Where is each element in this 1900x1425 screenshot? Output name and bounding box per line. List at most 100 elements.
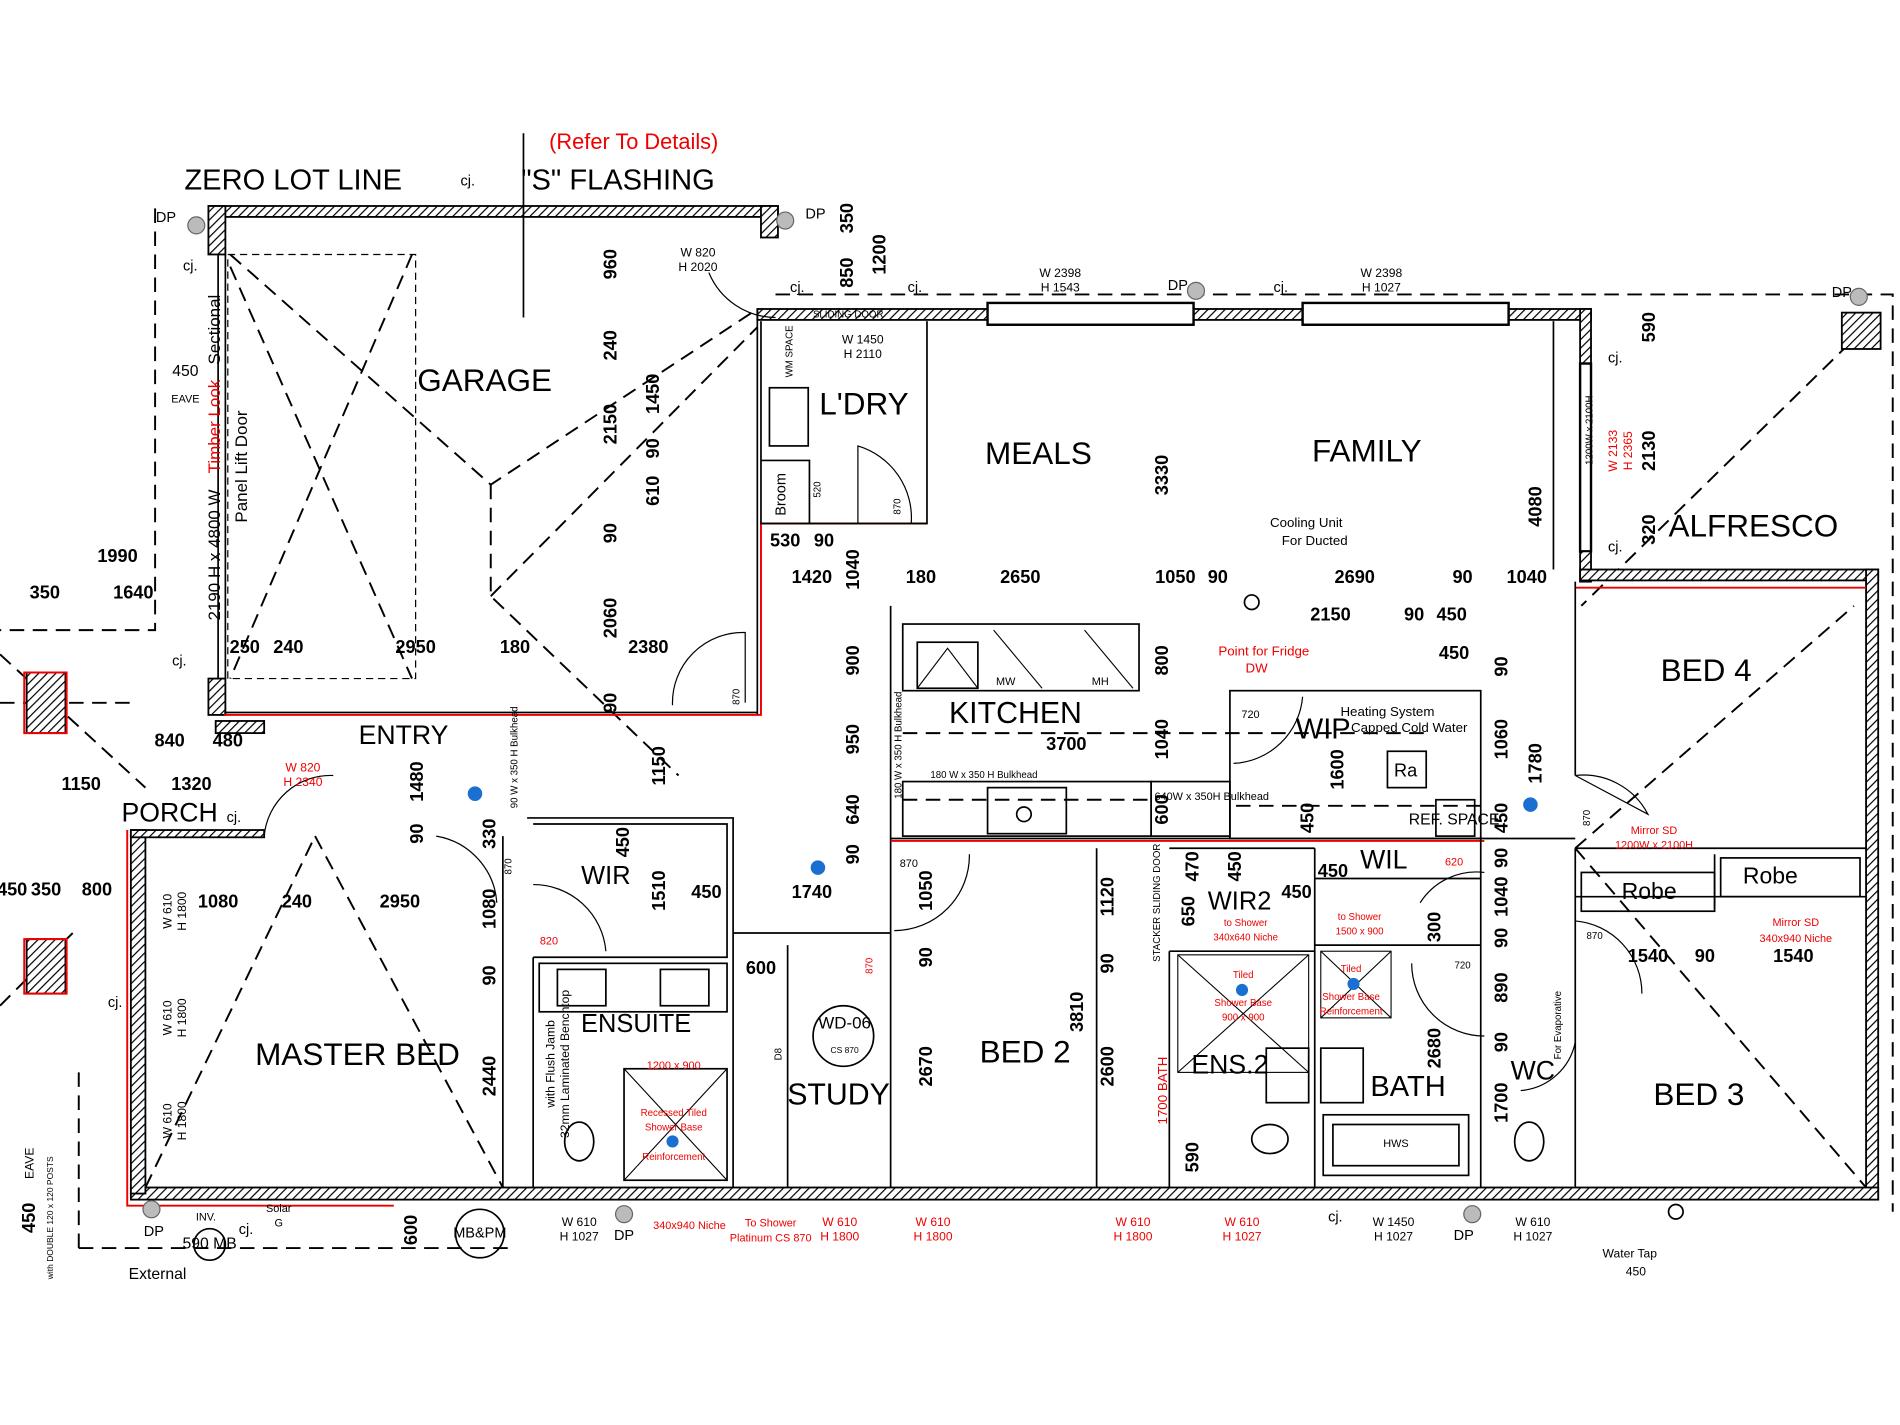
dimension-label: 1040: [1152, 719, 1172, 759]
s-flashing-label: "S" FLASHING: [521, 164, 715, 196]
room-label: FAMILY: [1312, 433, 1422, 469]
dimension-label: 450: [1439, 643, 1469, 663]
shower-drain-icon: [1235, 983, 1249, 997]
annotation-label: DP: [1832, 285, 1852, 301]
dimension-label: 590: [1639, 312, 1659, 342]
annotation-label: HWS: [1383, 1138, 1408, 1150]
annotation-label: 900 x 900: [1222, 1012, 1265, 1023]
annotation-label: cj.: [1274, 280, 1289, 296]
dimension-label: 90: [601, 523, 621, 543]
dimension-label: 1600: [1328, 749, 1348, 789]
dimension-label: 530: [770, 530, 800, 550]
annotation-label: INV.: [196, 1212, 216, 1224]
dimension-label: 470: [1182, 851, 1202, 881]
dimension-label: 2690: [1335, 567, 1375, 587]
annotation-label: Shower Base: [645, 1123, 703, 1134]
annotation-label: Point for Fridge: [1218, 643, 1309, 658]
annotation-label: D8: [774, 1048, 785, 1060]
dimension-label: 2060: [601, 598, 621, 638]
dimension-label: 240: [273, 637, 303, 657]
room-label: ENSUITE: [581, 1010, 691, 1038]
annotation-label: Sectional: [205, 295, 224, 365]
annotation-label: 870: [865, 957, 876, 974]
annotation-label: SLIDING DOOR: [813, 310, 884, 321]
dimension-label: 2380: [628, 637, 668, 657]
dimension-label: 1050: [1155, 567, 1195, 587]
door-swings: [263, 272, 1650, 1092]
annotation-label: 590 MB: [182, 1236, 236, 1253]
window-tag: H 1027: [560, 1229, 599, 1243]
annotation-label: cj.: [908, 280, 923, 296]
annotation-label: cj.: [227, 810, 242, 826]
window-tag: W 610: [161, 1103, 175, 1138]
annotation-label: 870: [1582, 809, 1593, 826]
dimension-label: 90: [1491, 1032, 1511, 1052]
downpipe-icon: [142, 1200, 161, 1219]
dimension-label: 450: [19, 1203, 39, 1233]
dimension-label: 1990: [97, 546, 137, 566]
dimension-label: 450: [1437, 604, 1467, 624]
annotation-label: Water Tap: [1603, 1246, 1658, 1260]
dimension-label: 350: [31, 879, 61, 899]
cooktop-icon: [1015, 806, 1033, 823]
window-tag: H 1027: [1362, 281, 1401, 295]
window-tag: W 610: [1225, 1215, 1260, 1229]
annotation-label: 180 W x 350 H Bulkhead: [894, 692, 905, 799]
annotation-label: DP: [144, 1224, 164, 1240]
window-tag: W 2398: [1361, 266, 1403, 280]
dimension-label: 480: [213, 730, 243, 750]
toilet-icon: [1250, 1123, 1289, 1155]
annotation-label: External: [129, 1266, 187, 1283]
dimension-label: 90: [1491, 928, 1511, 948]
annotation-label: 450: [1626, 1265, 1646, 1279]
room-label: WC: [1511, 1055, 1555, 1085]
annotation-label: 180 W x 350 H Bulkhead: [930, 770, 1037, 781]
shower-drain-icon: [666, 1135, 679, 1148]
dimension-label: 90: [1452, 567, 1472, 587]
dimension-label: 590: [1182, 1142, 1202, 1172]
annotation-label: 450: [172, 363, 199, 380]
annotation-label: G: [274, 1218, 282, 1230]
room-label: MEALS: [985, 435, 1092, 471]
dimension-label: 450: [1225, 851, 1245, 881]
dimension-label: 450: [1491, 803, 1511, 833]
tap-icon: [1243, 594, 1260, 611]
annotation-label: 870: [892, 498, 903, 515]
dimension-label: 1420: [792, 567, 832, 587]
annotation-label: to Shower: [1338, 912, 1382, 923]
dimension-label: 2950: [380, 892, 420, 912]
downpipe-icon: [614, 1205, 634, 1224]
window-tag: H 1800: [914, 1229, 953, 1243]
window-tag: W 2133: [1606, 430, 1620, 472]
room-label: MASTER BED: [255, 1036, 460, 1072]
room-label: BED 2: [980, 1034, 1071, 1070]
window-tag: W 2398: [1039, 266, 1081, 280]
dimension-label: 950: [843, 724, 863, 754]
annotation-label: 870: [1587, 931, 1604, 942]
dimension-label: 1320: [171, 774, 211, 794]
annotation-label: DP: [614, 1228, 634, 1244]
dimension-label: 1700: [1491, 1082, 1511, 1122]
window-tag: W 610: [161, 1000, 175, 1035]
annotation-label: 32mm Laminated Benchtop: [558, 990, 572, 1138]
plan-labels: ZERO LOT LINE"S" FLASHING(Refer To Detai…: [0, 129, 1852, 1283]
annotation-label: Reinforcement: [1320, 1006, 1383, 1017]
dimension-label: 450: [0, 879, 27, 899]
window-tag: H 2340: [283, 775, 322, 789]
annotation-label: cj.: [1608, 540, 1623, 556]
dimension-label: 90: [1098, 953, 1118, 973]
window-tag: H 2365: [1621, 431, 1635, 470]
room-label: STUDY: [787, 1079, 890, 1112]
dimension-label: 1050: [916, 870, 936, 910]
dimension-label: 1040: [1507, 567, 1547, 587]
annotation-label: cj.: [239, 1222, 254, 1238]
window-tag: H 1800: [175, 998, 189, 1037]
annotation-label: Reinforcement: [642, 1152, 705, 1163]
window-tag: H 1543: [1041, 281, 1080, 295]
dimension-label: 1150: [649, 746, 669, 785]
window-tag: H 1027: [1222, 1229, 1261, 1243]
dimension-label: 250: [230, 637, 260, 657]
window-tag: H 2020: [678, 260, 717, 274]
annotation-label: WD-06: [818, 1013, 871, 1032]
downpipe-icon: [1463, 1205, 1482, 1224]
